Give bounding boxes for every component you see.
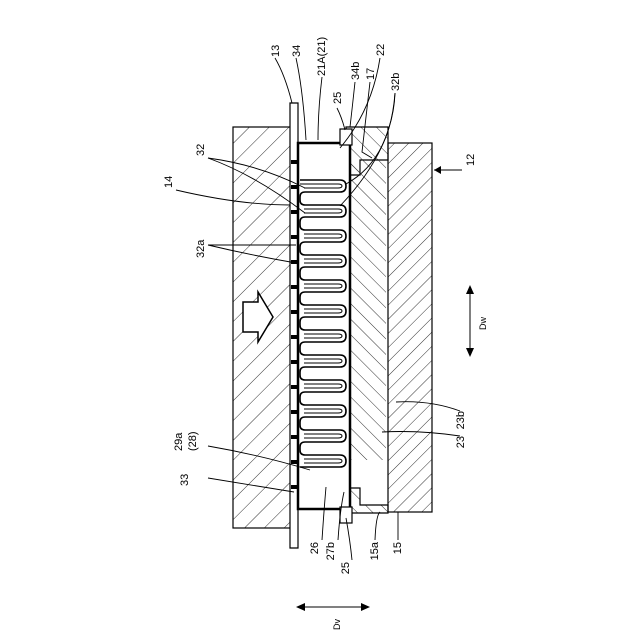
label-34: 34 [291,45,303,57]
case-21a [298,143,350,509]
label-32b: 32b [390,73,402,91]
label-27b: 27b [325,542,337,560]
label-29a: 29a [173,432,185,451]
label-26: 26 [309,542,321,554]
label-15a: 15a [369,541,381,560]
dw-arrow [466,285,474,357]
plate-23 [346,160,386,460]
label-17: 17 [365,68,377,80]
plate-12 [388,143,432,512]
label-22: 22 [375,44,387,56]
label-32a: 32a [195,239,207,258]
label-23b: 23b [455,411,467,429]
label-dv: Dv [332,619,342,630]
label-dw: Dw [478,317,488,330]
label-34b: 34b [350,62,362,80]
flange-25-top [340,129,352,145]
label-25-top: 25 [332,92,344,104]
label-12-arrowhead [434,166,441,174]
label-25-bottom: 25 [340,562,352,574]
label-12: 12 [465,154,477,166]
flange-25-bottom [340,507,352,523]
label-33: 33 [179,474,191,486]
label-23: 23 [455,436,467,448]
label-28: (28) [187,431,199,451]
label-14: 14 [163,176,175,188]
label-32: 32 [195,144,207,156]
label-21a: 21A(21) [316,37,328,76]
label-15: 15 [392,542,404,554]
dv-arrow [296,603,370,611]
label-13: 13 [270,45,282,57]
